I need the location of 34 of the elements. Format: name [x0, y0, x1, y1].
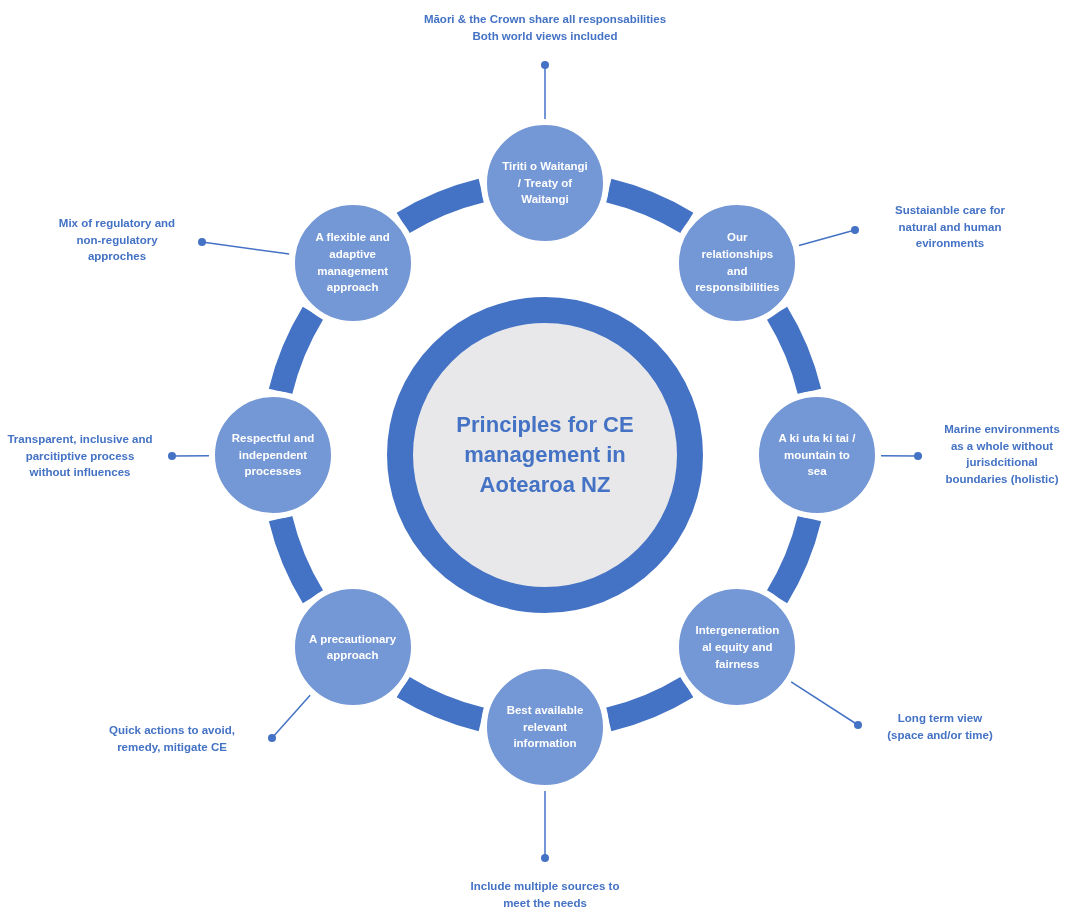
leader-line — [790, 681, 862, 729]
annotation-text: Both world views included — [471, 28, 619, 44]
principle-label: Respectful and independent processes — [230, 431, 316, 480]
ring-segment — [766, 307, 821, 395]
annotation-text: Sustaianble care for natural and human evironments — [894, 203, 1006, 252]
ring-segment — [269, 515, 324, 603]
principle-label: Intergenerational equity and fairness — [694, 623, 781, 672]
annotation-text: Marine environments as a whole without jurisdcitional boundaries (holistic) — [943, 422, 1061, 487]
annotation-text: Quick actions to avoid, remedy, mitigate CE — [108, 723, 236, 755]
diagram-heading: Principles for CE management in Aotearoa NZ — [455, 411, 635, 499]
annotation-text: Mix of regulatory and non-regulatory approches — [57, 216, 177, 265]
principle-label: Best available relevant information — [505, 703, 585, 752]
leader-line — [268, 694, 311, 742]
annotation-text: Include multiple sources to meet the needs — [469, 879, 621, 911]
ring-segment — [766, 515, 821, 603]
leader-line — [541, 61, 549, 120]
leader-line — [541, 790, 549, 862]
annotation-text: Māori & the Crown share all responsabilities — [422, 12, 668, 27]
principle-label: A precautionary approach — [308, 631, 397, 664]
leader-line — [880, 452, 922, 460]
leader-line — [198, 238, 290, 255]
leader-line — [168, 452, 210, 460]
ring-segment — [397, 179, 485, 234]
ring-segment — [397, 676, 485, 731]
annotation-text: Long term view (space and/or time) — [886, 711, 994, 743]
leader-line — [798, 226, 859, 247]
ring-segment — [269, 307, 324, 395]
ring-segment — [605, 676, 693, 731]
principle-label: Tiriti o Waitangi / Treaty of Waitangi — [501, 159, 589, 208]
principle-label: A ki uta ki tai / mountain to sea — [777, 431, 857, 480]
principle-label: Our relationships and responsibilities — [694, 230, 781, 296]
ring-segment — [605, 179, 693, 234]
annotation-text: Transparent, inclusive and parcitiptive process without influences — [6, 432, 154, 481]
principle-label: A flexible and adaptive management approach — [314, 230, 391, 296]
